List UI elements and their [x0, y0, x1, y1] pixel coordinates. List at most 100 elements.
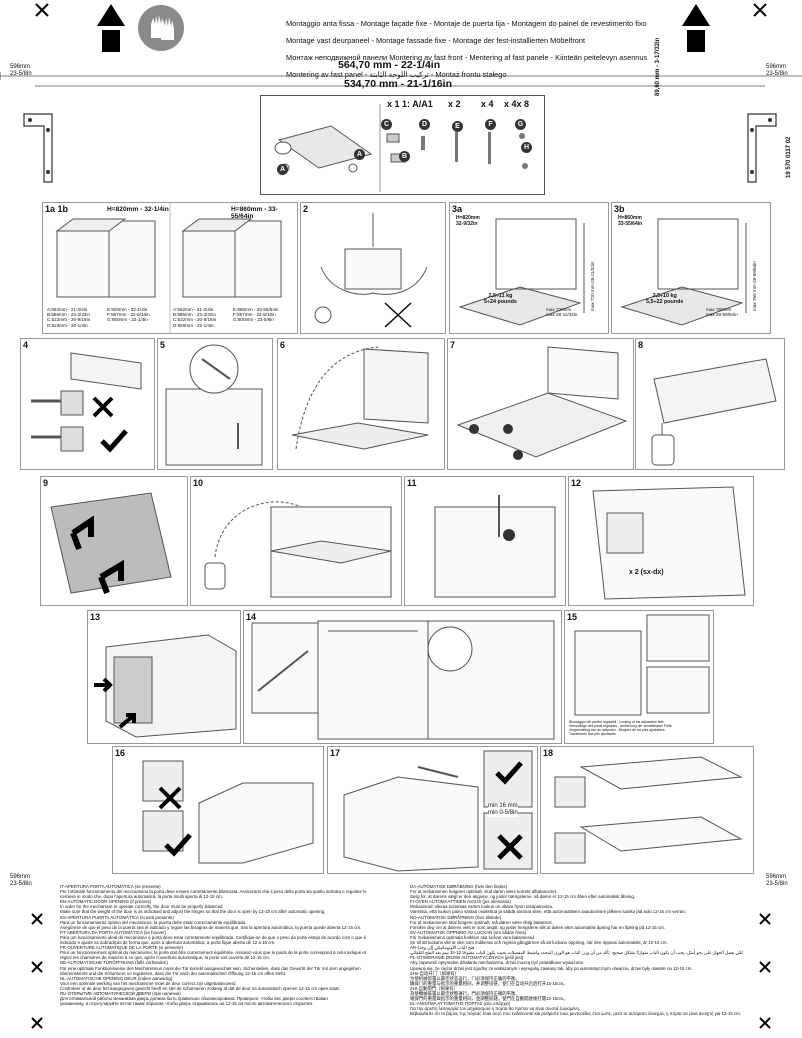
- arrow-up-icon-right: [682, 4, 710, 52]
- step-number: 12: [571, 478, 582, 488]
- step-number: 10: [193, 478, 204, 488]
- scissors-icon: [30, 1016, 44, 1030]
- dimension-lines: [0, 58, 802, 98]
- parts-box: x 1 1: A/A1 x 2 x 4 x 4x 8 A C D B E F G…: [260, 95, 545, 195]
- step-number: 7: [450, 340, 456, 350]
- step-4-panel: 4: [20, 338, 155, 470]
- step-12-screws: x 2 (sx-dx): [629, 569, 664, 576]
- header-title-line: Montering av fast panel - تركيب اللوحة ا…: [286, 69, 507, 79]
- step-1a-dims-2: E:820mm - 32-1/4in F:567mm - 22-5/16in G…: [107, 307, 150, 323]
- cabinet-dimension-right: 596mm 23-5/8in: [766, 64, 788, 77]
- part-letter-d: D: [419, 119, 430, 130]
- step-number: 9: [43, 478, 49, 488]
- footer-text-left: IT-APERTURA PORTA AUTOMATICA (se present…: [60, 884, 367, 1007]
- step-number: 5: [160, 340, 166, 350]
- bracket-left: [22, 108, 62, 188]
- step-1b-dims-2: E:860mm - 33-55/64in F:567mm - 22-5/16in…: [233, 307, 279, 323]
- step-15-panel: 15 Bloccaggio dei piedini regolabili - L…: [564, 610, 714, 744]
- arrow-up-icon: [97, 4, 125, 52]
- scissors-icon: [758, 1016, 772, 1030]
- step-number: 1a 1b: [45, 204, 69, 214]
- scissors-icon: [30, 960, 44, 974]
- step-3b-weight: 2,5÷10 kg 5,5÷22 pounds: [646, 293, 684, 305]
- step-1-panel: 1a 1b H=820mm - 32-1/4in H=860mm - 33-55…: [42, 202, 298, 334]
- cabinet-dimension-left-bottom: 596mm 23-5/8in: [10, 874, 32, 887]
- header-title-line: Монтаж неподвижной панели Montering av f…: [286, 53, 648, 63]
- step-3a-weight: 2,5÷11 kg 5÷24 pounds: [484, 293, 517, 305]
- part-letter-f: F: [485, 119, 496, 130]
- step-3a-max: max 720mm max 28-11/32in: [546, 307, 578, 318]
- header-title-line: Montage vast deurpaneel - Montage fassad…: [286, 36, 586, 46]
- scissors-icon: [758, 960, 772, 974]
- part-letter-g: G: [515, 119, 526, 130]
- part-letter-b: B: [399, 151, 410, 162]
- step-number: 18: [543, 748, 554, 758]
- header-title-line: Montaggio anta fissa - Montage façade fi…: [286, 19, 647, 29]
- check-icon: [163, 831, 193, 857]
- step-3a-panel: 3a H=820mm 32-9/32in 2,5÷11 kg 5÷24 poun…: [449, 202, 609, 334]
- step-number: 3b: [614, 204, 625, 214]
- step-1b-height: H=860mm - 33-55/64in: [231, 206, 278, 221]
- step-6-panel: 6: [277, 338, 445, 470]
- step-10-panel: 10: [190, 476, 402, 606]
- step-11-panel: 11: [404, 476, 566, 606]
- step-1a-height: H=820mm - 32-1/4in: [107, 206, 169, 213]
- step-number: 16: [115, 748, 126, 758]
- step-1b-dims: A:552mm - 21-3/4in B:586mm - 23-3/32in C…: [173, 307, 217, 328]
- step-17-min: min 16 mm min 0-5/8in: [488, 803, 518, 817]
- step-number: 15: [567, 612, 578, 622]
- part-letter-a: A: [354, 149, 365, 160]
- check-icon: [494, 759, 524, 785]
- step-13-panel: 13: [87, 610, 241, 744]
- scissors-icon-top-left: [34, 2, 50, 18]
- step-5-panel: 5: [157, 338, 273, 470]
- step-number: 14: [246, 612, 257, 622]
- header-title-block: Montaggio anta fissa - Montage façade fi…: [286, 12, 666, 88]
- dimension-width-top: 564,70 mm - 22-1/4in: [338, 59, 441, 71]
- part-letter-c: C: [381, 119, 392, 130]
- step-number: 8: [638, 340, 644, 350]
- step-number: 11: [407, 478, 417, 488]
- step-1a-dims: A:552mm - 21-3/4in B:586mm - 23-3/32in C…: [47, 307, 91, 328]
- check-icon: [99, 427, 129, 453]
- step-number: 2: [303, 204, 309, 214]
- step-12-panel: 12 x 2 (sx-dx): [568, 476, 754, 606]
- part-letter-h: H: [521, 142, 532, 153]
- parts-scale: x 1: [387, 99, 400, 109]
- scissors-icon: [758, 912, 772, 926]
- scissors-icon: [30, 912, 44, 926]
- step-3a-vertical: max 720 mm-28-11/32in: [590, 261, 595, 311]
- step-number: 17: [330, 748, 341, 758]
- parts-qty-8: x 4x 8: [504, 99, 530, 109]
- parts-qty-4: x 4: [481, 99, 494, 109]
- step-7-panel: 7: [447, 338, 634, 470]
- step-number: 3a: [452, 204, 463, 214]
- cross-icon: [91, 395, 115, 419]
- part-letter-e: E: [452, 121, 463, 132]
- step-9-panel: 9: [40, 476, 188, 606]
- parts-scale-label: x 1 1: A/A1: [387, 99, 433, 109]
- footer-text-right: DA-AUTOMATISK DØRÅBNING (hvis den findes…: [410, 884, 743, 1017]
- cross-icon: [496, 833, 524, 861]
- bracket-right: [738, 108, 778, 188]
- parts-qty-2: x 2: [448, 99, 461, 109]
- step-8-panel: 8: [635, 338, 785, 470]
- gloves-icon: [137, 4, 185, 52]
- step-3a-height: H=820mm 32-9/32in: [456, 215, 480, 227]
- step-3b-height: H=860mm 33-55/64in: [618, 215, 643, 227]
- cabinet-dimension-left: 596mm 23-5/8in: [10, 64, 32, 77]
- parts-scale-value: 1: A/A1: [402, 99, 433, 109]
- step-17-panel: 17 min 16 mm min 0-5/8in: [327, 746, 538, 874]
- document-code: 19 570 0117 02: [786, 136, 792, 178]
- step-number: 6: [280, 340, 286, 350]
- step-3b-panel: 3b H=860mm 33-55/64in 2,5÷10 kg 5,5÷22 p…: [611, 202, 771, 334]
- step-14-panel: 14: [243, 610, 562, 744]
- step-3b-vertical: max 760 mm-29-59/64in: [752, 261, 757, 311]
- step-18-panel: 18: [540, 746, 754, 874]
- height-dimension: 89,60 mm - 3-17/32in: [655, 37, 661, 96]
- cabinet-dimension-right-bottom: 596mm 23-5/8in: [766, 874, 788, 887]
- step-3b-max: max 760mm max 29-59/64in: [706, 307, 738, 318]
- cross-icon: [157, 785, 183, 811]
- step-15-note: Bloccaggio dei piedini regolabili - Lock…: [569, 720, 672, 736]
- scissors-icon-top-right: [752, 2, 768, 18]
